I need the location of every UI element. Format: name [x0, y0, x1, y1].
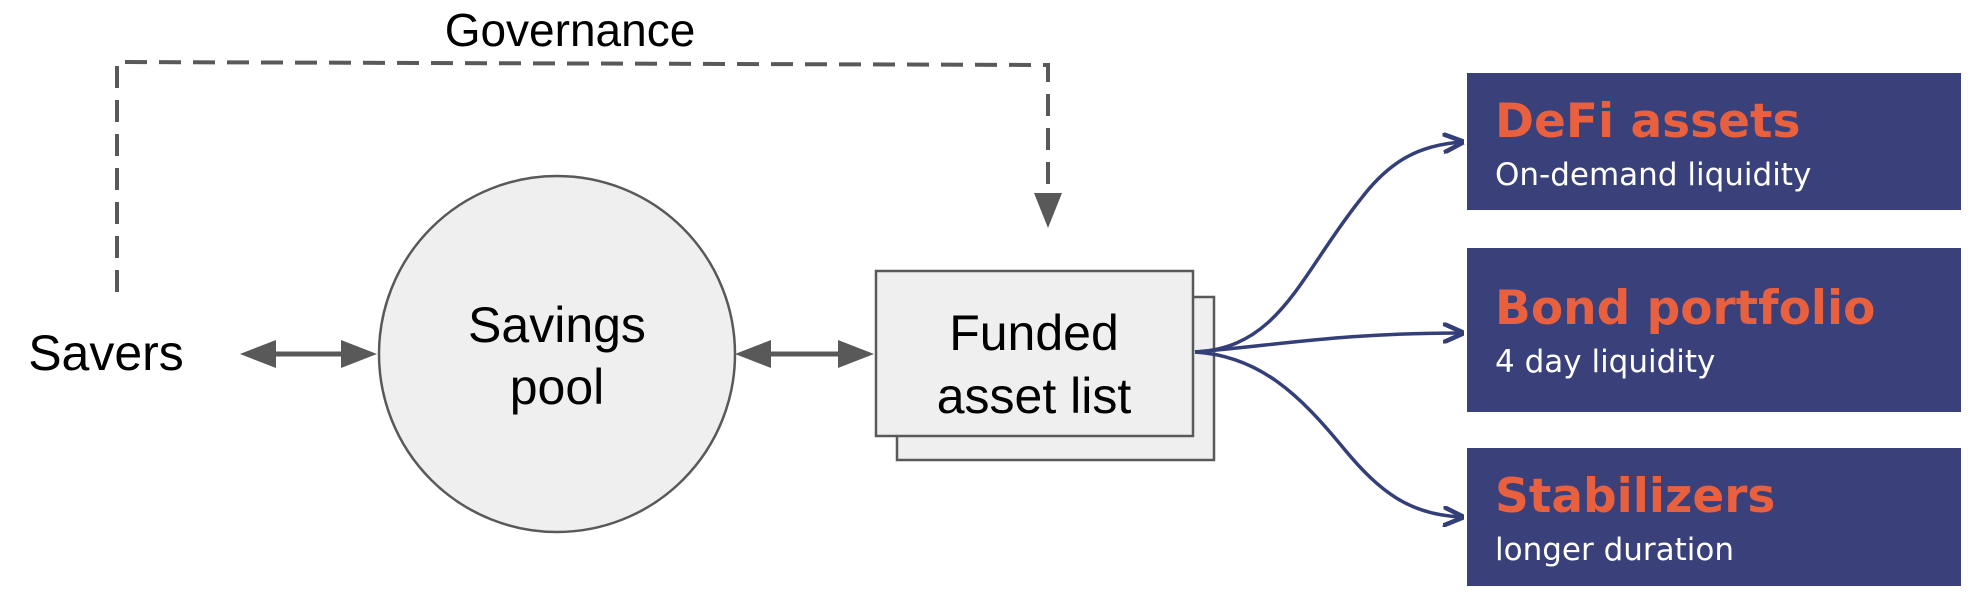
savings-pool-label-line2: pool [510, 359, 605, 415]
flow-to-defi-assets [1194, 142, 1462, 354]
destination-subtitle: 4 day liquidity [1495, 344, 1715, 380]
savers-label: Savers [28, 325, 184, 381]
flow-to-bond-portfolio [1194, 333, 1462, 354]
flow-to-stabilizers [1194, 350, 1462, 517]
savings-pool-node [377, 174, 737, 534]
destination-bond-portfolio: Bond portfolio 4 day liquidity [1467, 248, 1961, 412]
savers-pool-arrow-right-head [341, 340, 377, 368]
funded-asset-list-label-line2: asset list [937, 368, 1132, 424]
destination-title: Bond portfolio [1495, 281, 1875, 336]
pool-assetlist-arrow-left-head [735, 340, 771, 368]
destination-box [1467, 73, 1961, 210]
destination-box [1467, 248, 1961, 412]
destination-subtitle: longer duration [1495, 532, 1734, 568]
savers-pool-arrow-left-head [240, 340, 276, 368]
pool-assetlist-arrow-right-head [838, 340, 874, 368]
destination-title: Stabilizers [1495, 469, 1775, 524]
destination-box [1467, 448, 1961, 586]
funded-asset-list-label-line1: Funded [949, 305, 1119, 361]
governance-arrowhead [1034, 193, 1062, 228]
governance-label: Governance [445, 4, 696, 56]
destination-title: DeFi assets [1495, 94, 1800, 149]
governance-dashed-connector [115, 59, 1050, 292]
destination-stabilizers: Stabilizers longer duration [1467, 448, 1961, 586]
destination-subtitle: On-demand liquidity [1495, 157, 1811, 193]
savings-pool-label-line1: Savings [468, 297, 646, 353]
funded-asset-list-node [874, 269, 1195, 438]
destination-defi-assets: DeFi assets On-demand liquidity [1467, 73, 1961, 210]
